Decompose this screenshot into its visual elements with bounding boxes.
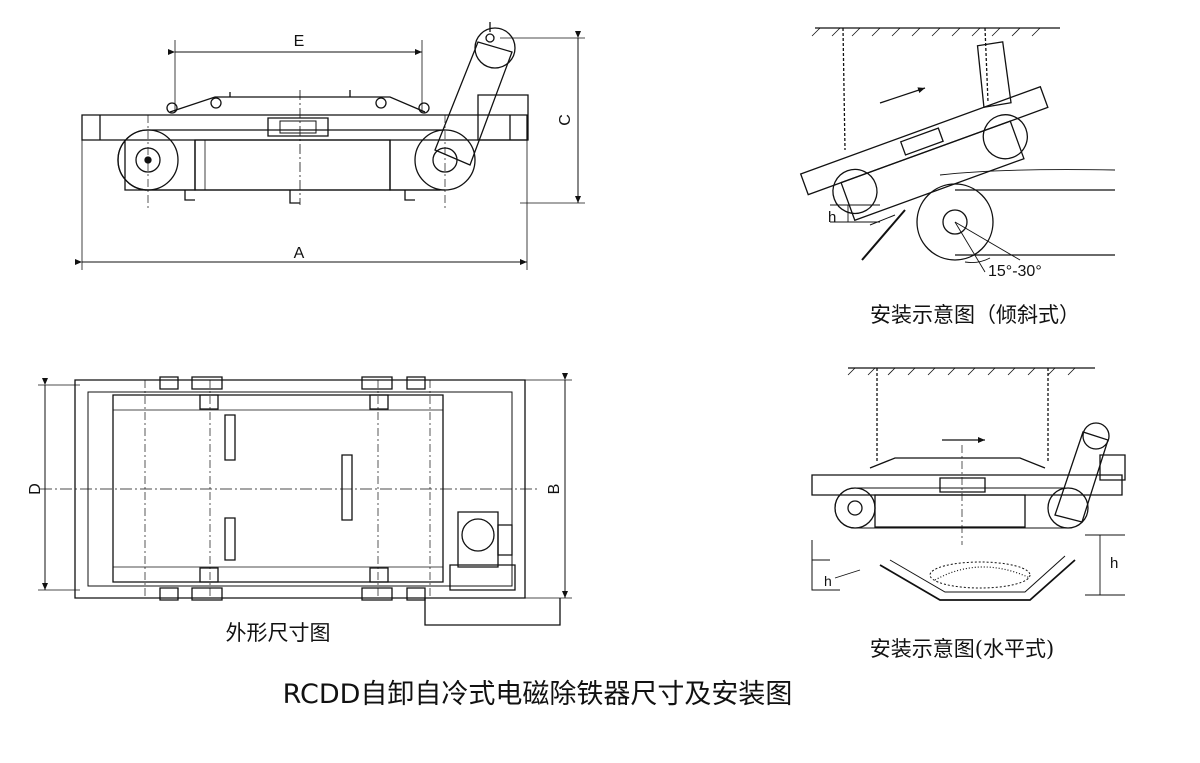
caption-horizontal-installation: 安装示意图(水平式) [870,637,1054,661]
dim-label-h-horizontal-right: h [1110,555,1118,572]
dim-label-h-inclined: h [828,209,836,226]
caption-outline-dimensions: 外形尺寸图 [226,621,331,645]
side-elevation-view [75,22,585,270]
caption-inclined-installation: 安装示意图（倾斜式） [870,303,1080,327]
dim-label-c: C [557,114,574,126]
dim-label-h-horizontal-left: h [824,573,832,589]
dim-label-b: B [546,484,563,495]
dim-label-a: A [294,245,305,262]
horizontal-installation-view [812,368,1125,600]
angle-label: 15°-30° [988,263,1042,280]
page-title: RCDD自卸自冷式电磁除铁器尺寸及安装图 [282,679,793,710]
dim-label-d: D [27,483,44,495]
dim-label-e: E [294,33,305,50]
plan-view [38,373,572,625]
inclined-installation-view [780,28,1115,272]
